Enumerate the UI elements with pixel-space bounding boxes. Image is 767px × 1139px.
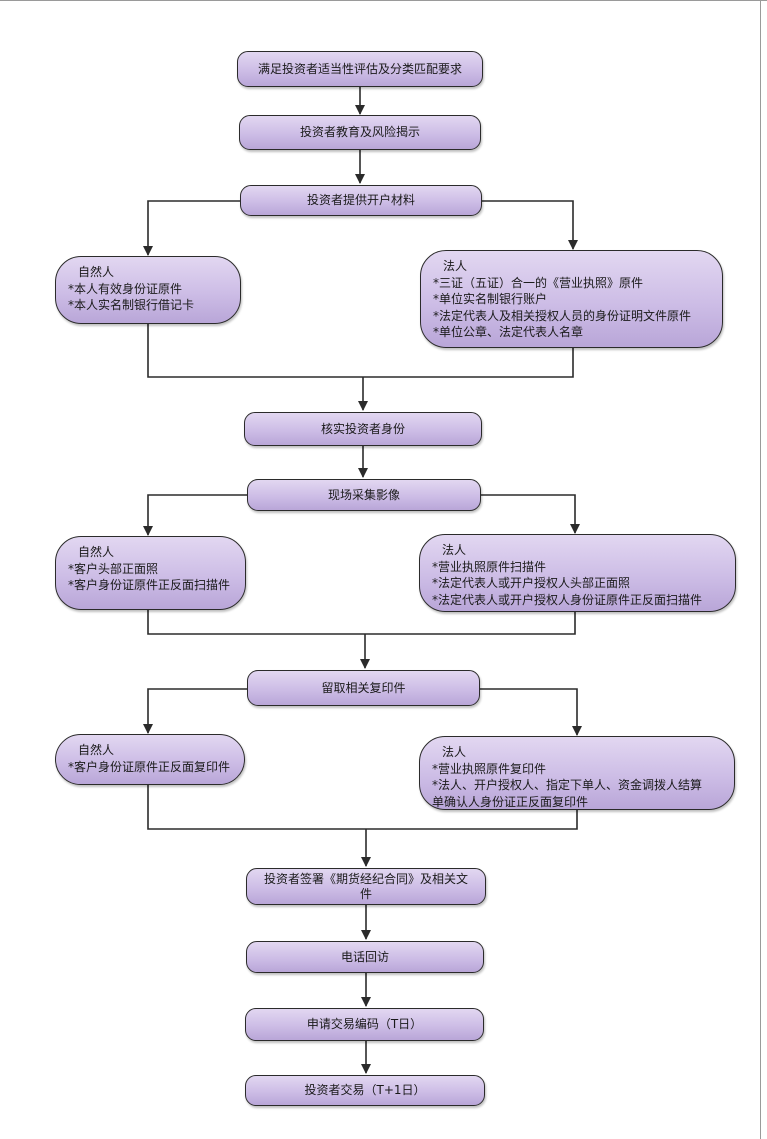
step-suitability-label: 满足投资者适当性评估及分类匹配要求 (257, 61, 462, 76)
step-verify-identity: 核实投资者身份 (244, 412, 482, 446)
frame-top-border (0, 0, 767, 1)
branch-item: *本人有效身份证原件 (68, 281, 183, 296)
line-natural3-merge (147, 785, 366, 830)
step-provide-materials-label: 投资者提供开户材料 (306, 193, 415, 207)
step-collect-images: 现场采集影像 (247, 479, 481, 511)
branch-title: 自然人 (78, 265, 115, 279)
step-sign-contract-label: 投资者签署《期货经纪合同》及相关文件 (263, 871, 468, 901)
step-education: 投资者教育及风险揭示 (239, 115, 481, 150)
branch-images-natural: 自然人 *客户头部正面照 *客户身份证原件正反面扫描件 (55, 536, 246, 610)
line-natural2-merge (147, 610, 365, 635)
branch-item: *客户身份证原件正反面扫描件 (68, 578, 231, 593)
step-collect-images-label: 现场采集影像 (327, 487, 400, 502)
step-trade-label: 投资者交易（T+1日） (304, 1083, 426, 1097)
step-phone-visit: 电话回访 (246, 941, 484, 973)
branch-title: 法人 (442, 543, 467, 557)
branch-item: *法定代表人或开户授权人头部正面照 (432, 576, 631, 591)
branch-item: *法人、开户授权人、指定下单人、资金调拨人结算 (432, 778, 703, 793)
branch-title: 法人 (442, 745, 467, 759)
step-sign-contract: 投资者签署《期货经纪合同》及相关文件 (246, 868, 486, 905)
branch-materials-legal: 法人 *三证（五证）合一的《营业执照》原件 *单位实名制银行账户 *法定代表人及… (420, 250, 723, 348)
step-keep-copies: 留取相关复印件 (247, 670, 480, 706)
branch-item: *单位公章、法定代表人名章 (433, 325, 584, 340)
branch-item: *本人实名制银行借记卡 (68, 298, 195, 313)
branch-title: 法人 (443, 259, 468, 273)
branch-item: *单位实名制银行账户 (433, 292, 548, 307)
branch-item: *营业执照原件复印件 (432, 761, 547, 776)
step-provide-materials: 投资者提供开户材料 (240, 185, 482, 216)
line-legal2-merge (365, 612, 576, 635)
step-verify-identity-label: 核实投资者身份 (320, 421, 405, 436)
branch-copies-legal: 法人 *营业执照原件复印件 *法人、开户授权人、指定下单人、资金调拨人结算 单确… (419, 736, 735, 810)
arrow-copies-to-legal (480, 688, 582, 736)
branch-materials-natural: 自然人 *本人有效身份证原件 *本人实名制银行借记卡 (55, 256, 241, 324)
frame-right-border (760, 0, 761, 1139)
branch-item: *法定代表人或开户授权人身份证原件正反面扫描件 (432, 592, 703, 607)
step-apply-code-label: 申请交易编码（T日） (306, 1017, 423, 1031)
arrow-images-to-natural (143, 494, 247, 536)
branch-item: *客户身份证原件正反面复印件 (68, 759, 231, 774)
arrow-copies-to-natural (143, 688, 247, 734)
branch-item: 单确认人身份证正反面复印件 (432, 794, 589, 809)
step-phone-visit-label: 电话回访 (340, 949, 389, 964)
line-legal3-merge (366, 810, 578, 830)
branch-title: 自然人 (78, 743, 115, 757)
branch-item: *法定代表人及相关授权人员的身份证明文件原件 (433, 308, 692, 323)
arrow-materials-to-natural (143, 200, 240, 256)
branch-item: *三证（五证）合一的《营业执照》原件 (433, 275, 644, 290)
step-education-label: 投资者教育及风险揭示 (299, 125, 420, 139)
arrow-images-to-legal (481, 494, 580, 534)
branch-images-legal: 法人 *营业执照原件扫描件 *法定代表人或开户授权人头部正面照 *法定代表人或开… (419, 534, 736, 612)
line-natural1-merge (147, 324, 363, 378)
branch-copies-natural: 自然人 *客户身份证原件正反面复印件 (55, 734, 245, 785)
branch-item: *客户头部正面照 (68, 561, 159, 576)
branch-item: *营业执照原件扫描件 (432, 559, 547, 574)
step-keep-copies-label: 留取相关复印件 (321, 680, 406, 695)
line-legal1-merge (363, 348, 574, 378)
step-apply-code: 申请交易编码（T日） (245, 1008, 484, 1041)
step-trade: 投资者交易（T+1日） (245, 1075, 485, 1106)
branch-title: 自然人 (78, 545, 115, 559)
arrow-materials-to-legal (482, 200, 578, 250)
step-suitability: 满足投资者适当性评估及分类匹配要求 (237, 51, 483, 87)
